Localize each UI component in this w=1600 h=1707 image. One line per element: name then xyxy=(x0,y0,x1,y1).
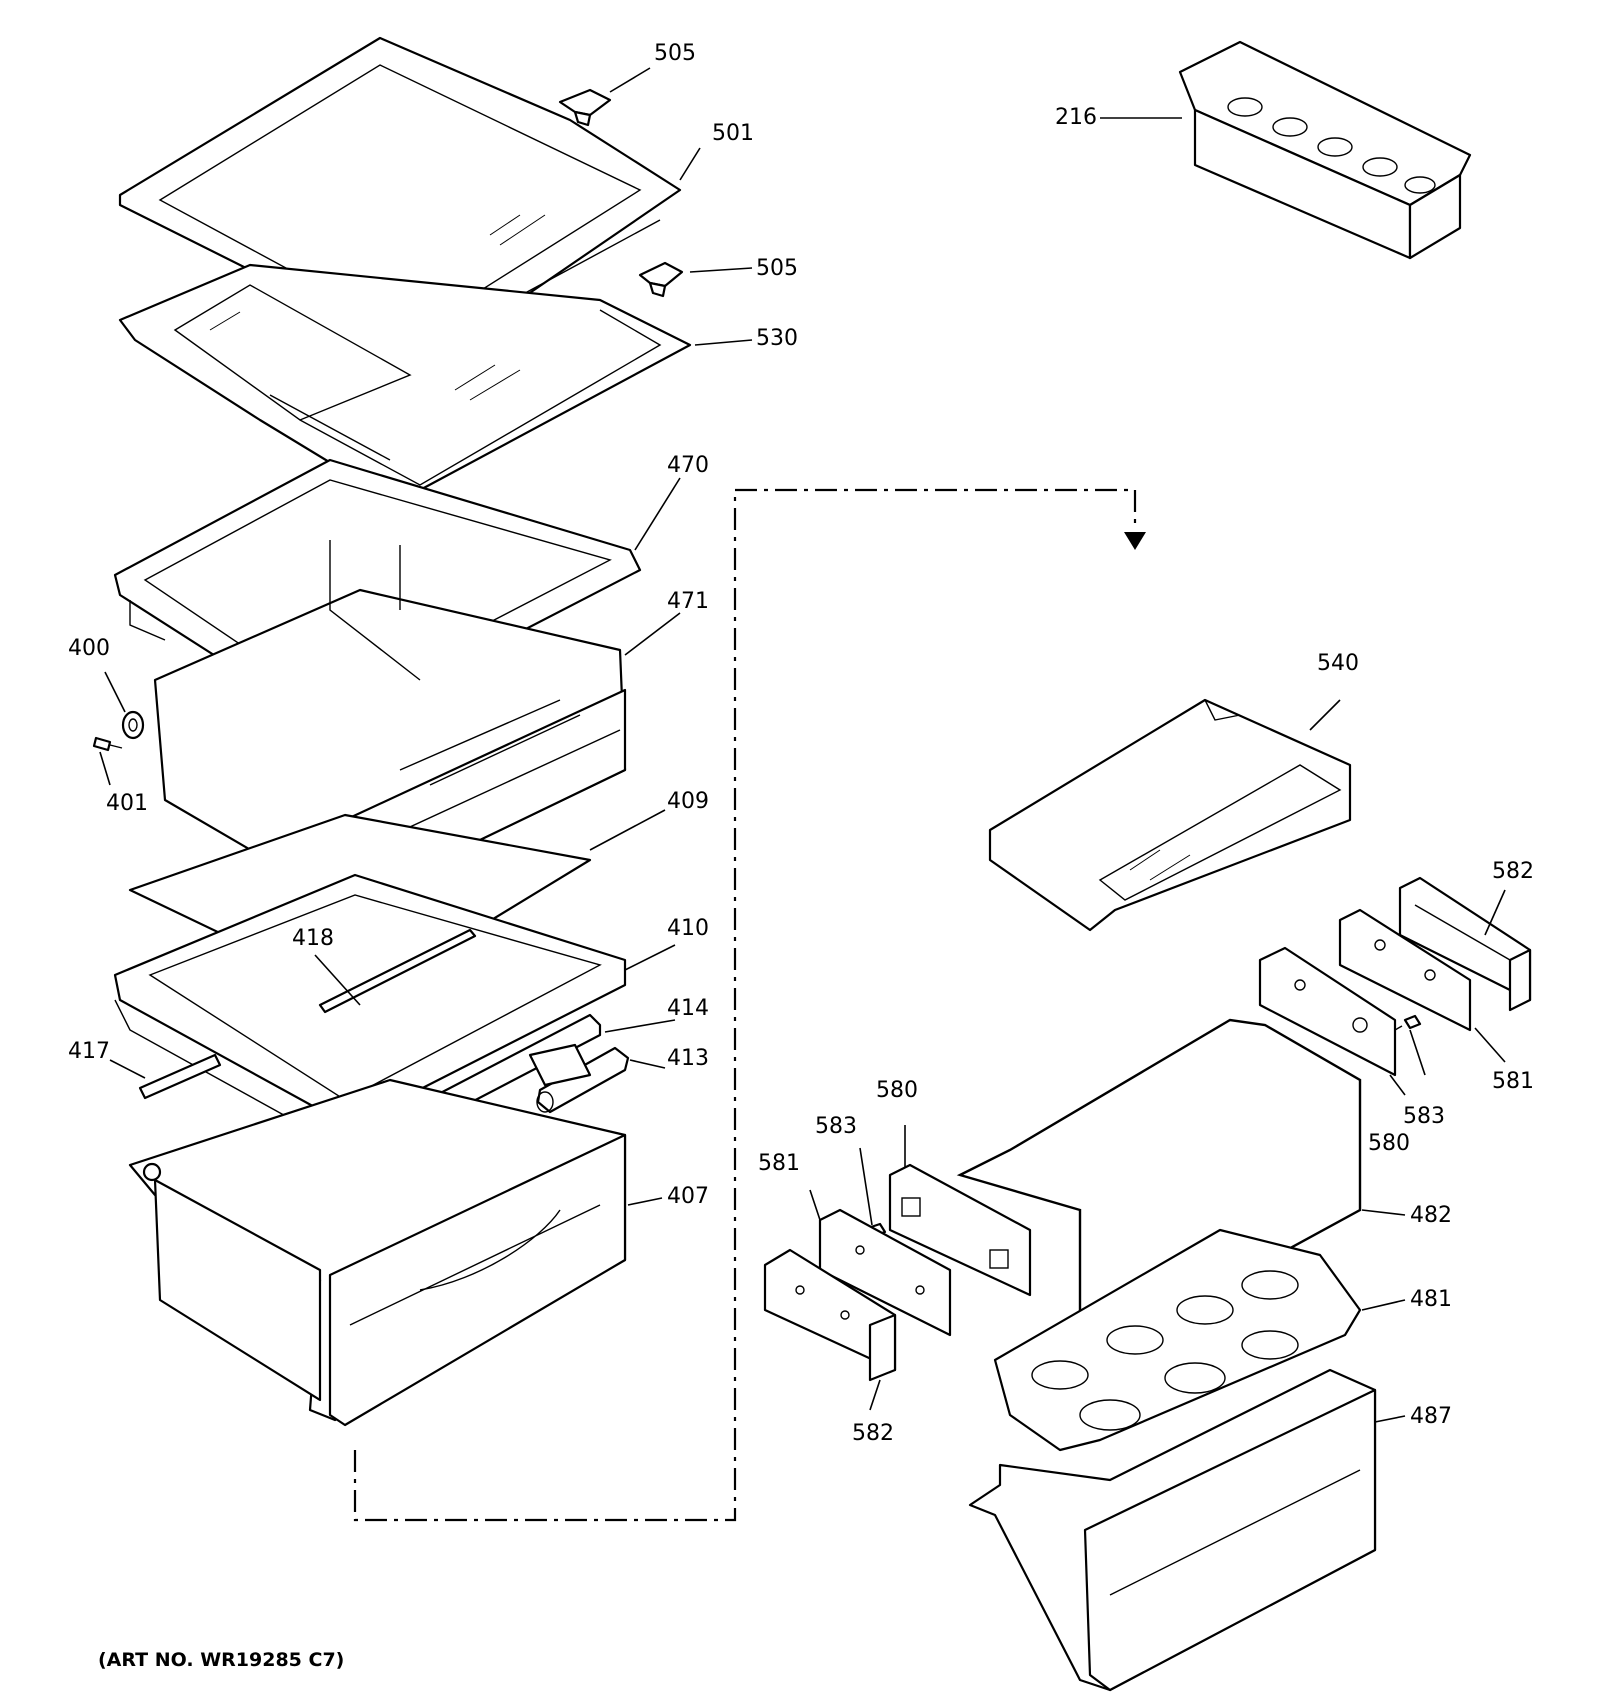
part-400-roller xyxy=(121,710,145,740)
part-418-rail xyxy=(318,928,477,1014)
part-580-bracket-left xyxy=(888,1163,1032,1297)
part-582-end-cap-right xyxy=(1398,876,1532,1012)
callout-482: 482 xyxy=(1410,1203,1452,1228)
part-581-bracket-left xyxy=(818,1208,952,1337)
art-number: (ART NO. WR19285 C7) xyxy=(98,1649,344,1671)
callout-470: 470 xyxy=(667,453,709,478)
callout-417: 417 xyxy=(68,1039,110,1064)
callout-540: 540 xyxy=(1317,651,1359,676)
part-216-bin xyxy=(1178,40,1472,260)
part-481-tray xyxy=(993,1228,1362,1452)
callout-582-upper: 582 xyxy=(1492,859,1534,884)
part-505-clip-lower xyxy=(638,261,684,298)
part-530-shelf-frame xyxy=(118,263,692,507)
callout-582-lower: 582 xyxy=(852,1421,894,1446)
part-401-screw xyxy=(92,736,123,752)
callout-487: 487 xyxy=(1410,1404,1452,1429)
callout-407: 407 xyxy=(667,1184,709,1209)
part-413-handle xyxy=(528,1043,630,1114)
part-505-clip-upper xyxy=(558,88,612,127)
part-580-bracket-right xyxy=(1258,946,1397,1077)
callout-581-right: 581 xyxy=(1492,1069,1534,1094)
part-501-top-shelf xyxy=(118,36,682,377)
callout-501: 501 xyxy=(712,121,754,146)
callout-583-left: 583 xyxy=(815,1114,857,1139)
callout-580-right: 580 xyxy=(1368,1131,1410,1156)
part-583-screw-right xyxy=(1394,1014,1422,1031)
part-487-snack-pan xyxy=(968,1368,1377,1692)
part-410-cover-frame xyxy=(113,873,627,1136)
callout-481: 481 xyxy=(1410,1287,1452,1312)
callout-409: 409 xyxy=(667,789,709,814)
relocation-path xyxy=(353,488,1146,1522)
part-582-end-cap-left xyxy=(763,1248,897,1382)
part-417-slide-rod xyxy=(138,1053,222,1100)
callout-505-lower: 505 xyxy=(756,256,798,281)
callout-413: 413 xyxy=(667,1046,709,1071)
callout-400: 400 xyxy=(68,636,110,661)
callout-471: 471 xyxy=(667,589,709,614)
callout-530: 530 xyxy=(756,326,798,351)
callout-401: 401 xyxy=(106,791,148,816)
callout-581-left: 581 xyxy=(758,1151,800,1176)
callout-410: 410 xyxy=(667,916,709,941)
callout-216: 216 xyxy=(1055,105,1097,130)
part-581-bracket-right xyxy=(1338,908,1472,1032)
callout-580-left: 580 xyxy=(876,1078,918,1103)
arrow-down-icon xyxy=(1124,532,1146,550)
callout-418: 418 xyxy=(292,926,334,951)
part-407-lower-drawer xyxy=(128,1078,627,1427)
callout-505-upper: 505 xyxy=(654,41,696,66)
part-540-pan-cover xyxy=(988,698,1352,932)
callout-414: 414 xyxy=(667,996,709,1021)
leader-lines xyxy=(99,67,1506,1423)
callout-583-right: 583 xyxy=(1403,1104,1445,1129)
callout-labels: 505 501 505 530 216 470 471 400 401 409 … xyxy=(68,41,1534,1446)
